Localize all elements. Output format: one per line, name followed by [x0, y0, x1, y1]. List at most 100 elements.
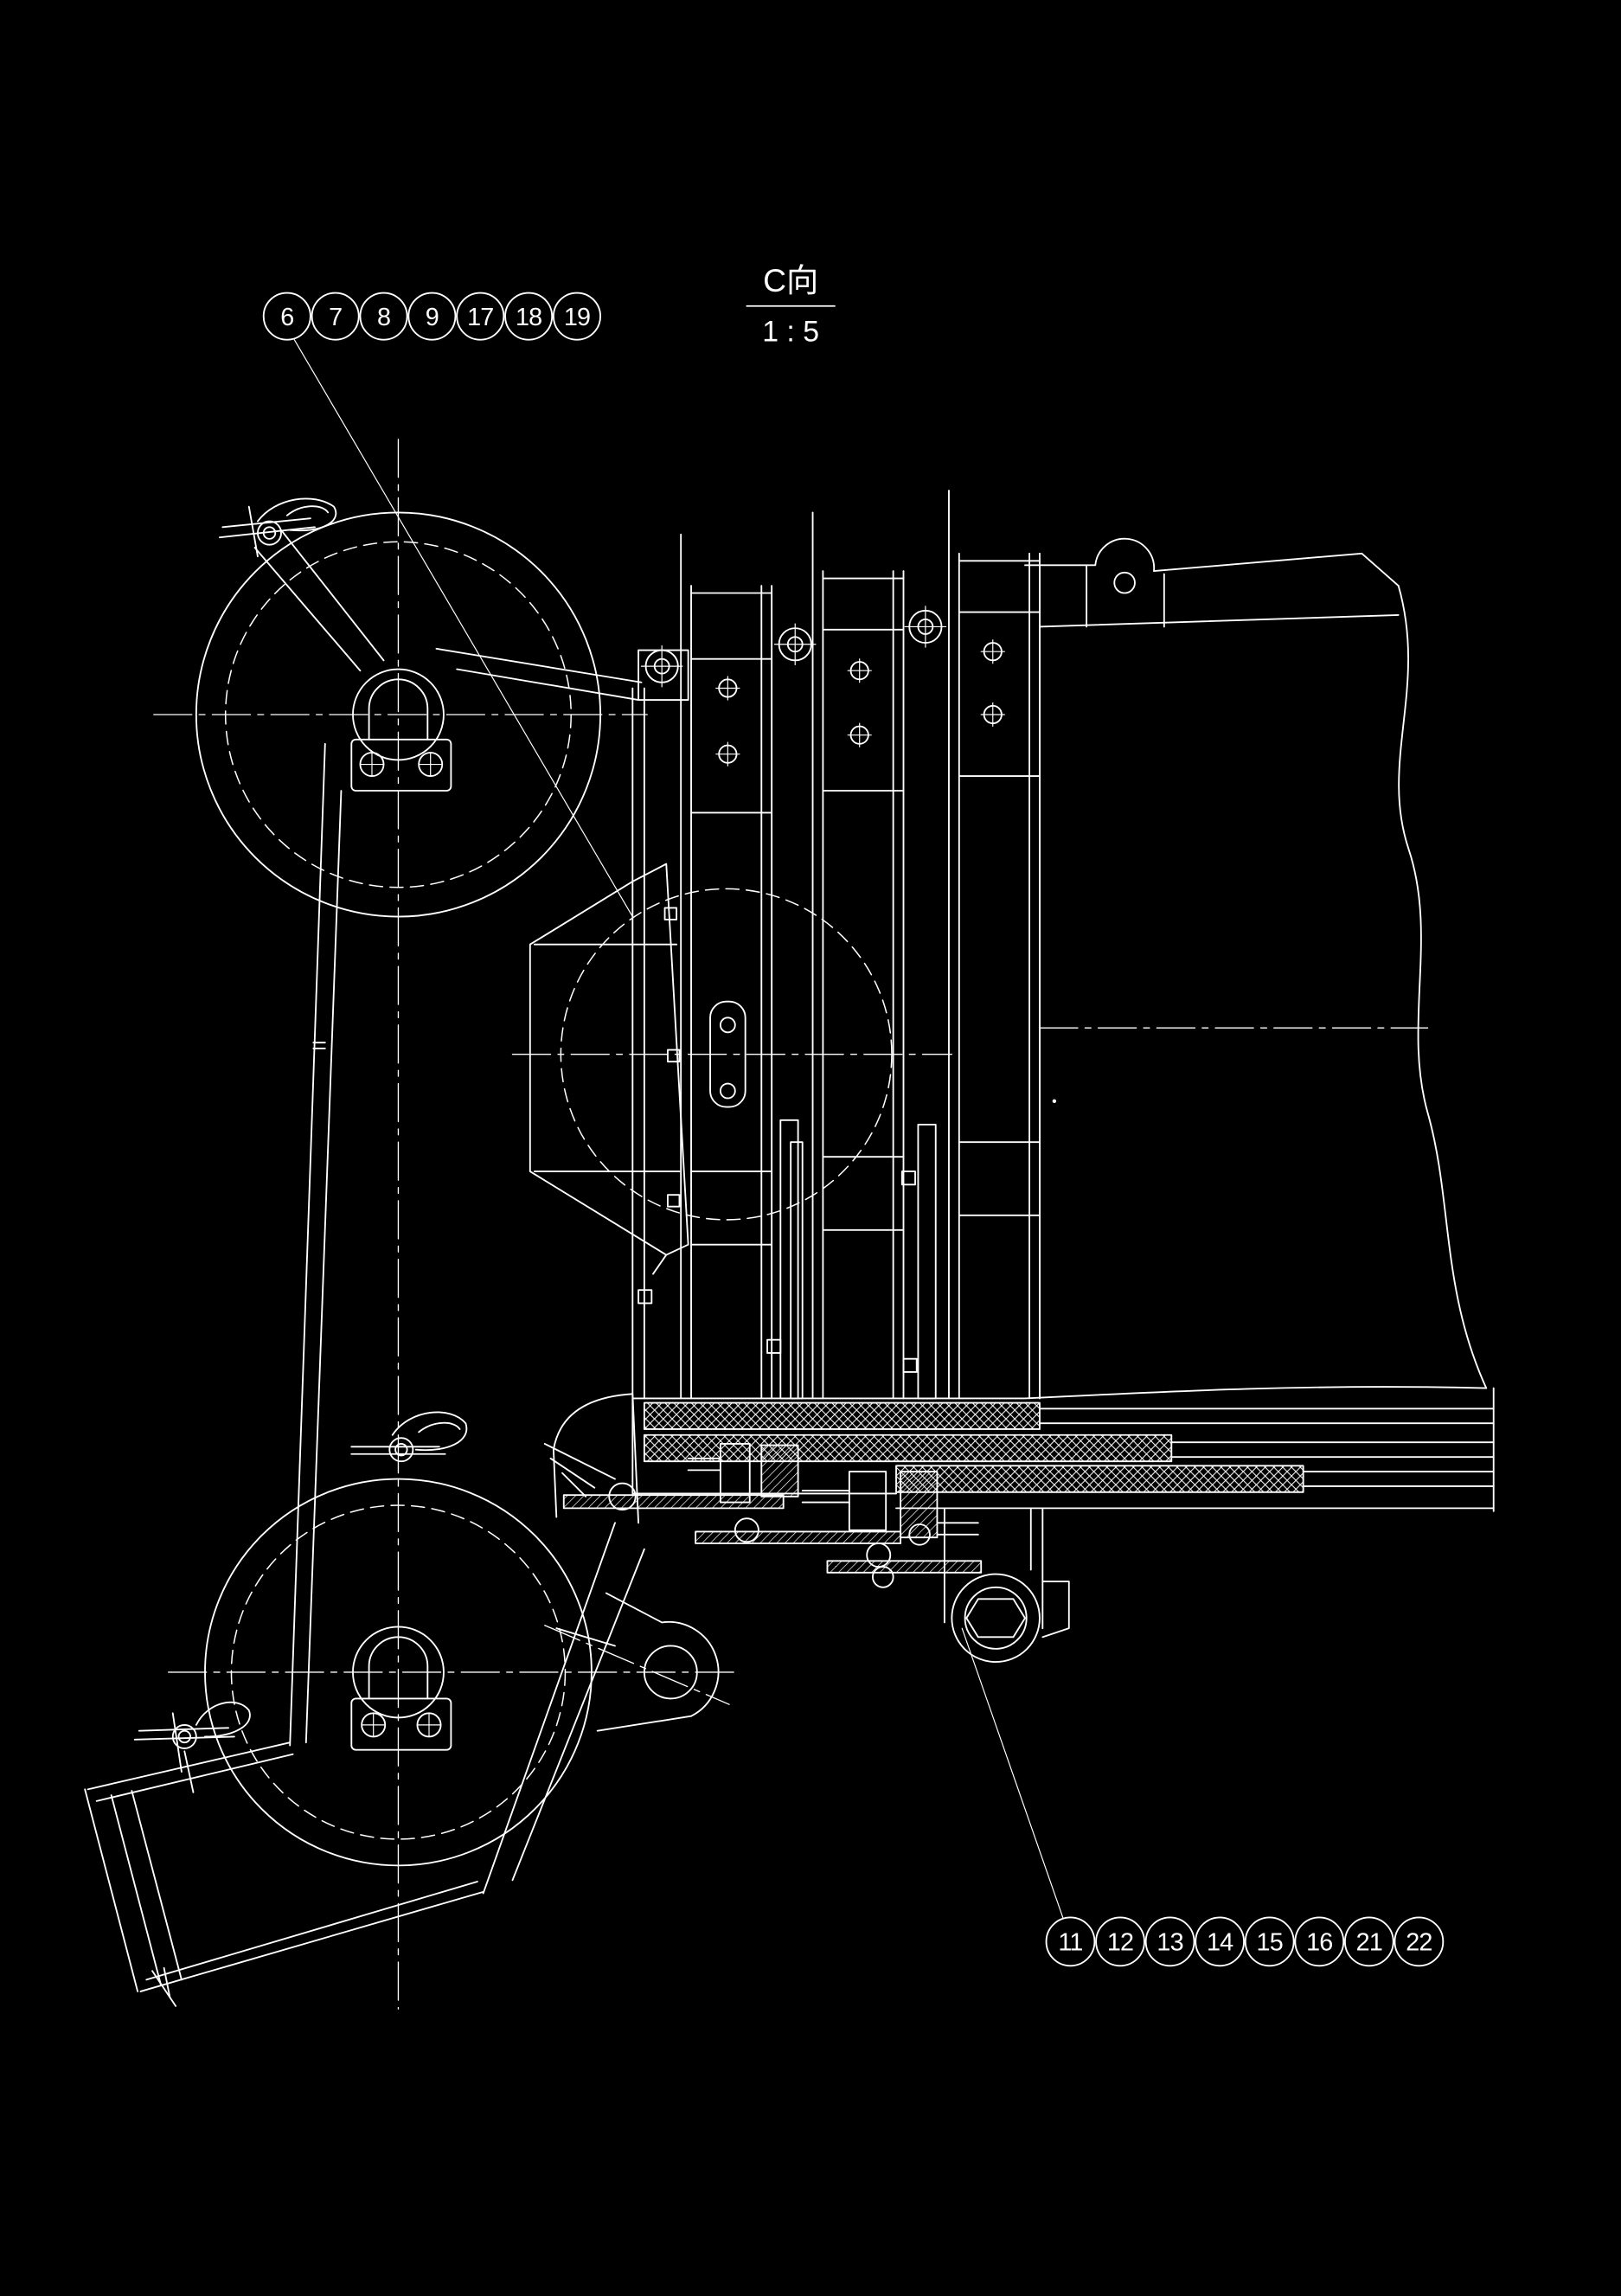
balloon-circle [262, 292, 311, 341]
balloon-9: 9 [407, 292, 457, 341]
nut-cross [640, 645, 683, 688]
body-top-edge [1024, 537, 1400, 587]
arm-weld-mark [312, 1042, 326, 1049]
small-bolt [902, 1357, 918, 1373]
roller-inner [964, 1586, 1028, 1650]
clip-loop [418, 1421, 461, 1433]
clip-pin-inner [394, 1442, 408, 1457]
balloon-number: 22 [1406, 1929, 1432, 1957]
housing-tip [652, 1254, 668, 1275]
body-break-line [1397, 585, 1488, 1389]
channel-end-inner [110, 1794, 163, 1987]
balloon-circle [1144, 1916, 1195, 1967]
top-pulley [195, 511, 689, 918]
clip-rod [133, 1735, 235, 1741]
top-pulley-hub [352, 668, 445, 761]
top-pulley-bracket [350, 738, 452, 792]
balloon-group-bottom: 11 12 13 14 15 16 21 22 [961, 1627, 1445, 1967]
strut-end [638, 649, 689, 701]
balloon-14: 14 [1195, 1916, 1246, 1967]
balloon-16: 16 [1294, 1916, 1345, 1967]
bottom-spring-clip [133, 1701, 251, 1793]
roller-hex [965, 1598, 1026, 1639]
clip-loop [391, 1411, 468, 1452]
wheel-housing [529, 863, 893, 1275]
clip-rod [221, 517, 311, 529]
wheel-slot [709, 1000, 746, 1108]
clip-pin-inner [262, 526, 277, 540]
lever-head-arc [543, 1442, 616, 1498]
lever-edge [511, 1548, 645, 1882]
channel-tick [151, 1970, 177, 2007]
small-bolt [663, 907, 678, 920]
bottom-lever [482, 1393, 720, 1895]
clip-rod [218, 526, 316, 539]
small-bolt [766, 1338, 782, 1354]
column-2-crossbars [822, 577, 905, 1231]
clip-pin [257, 520, 282, 546]
strut-edge [456, 668, 640, 701]
small-bolt [667, 1194, 681, 1208]
spacer-plate [779, 1119, 799, 1400]
clip-pin-inner [177, 1729, 192, 1744]
roller-bracket [1041, 1581, 1070, 1639]
strut-edge [435, 647, 643, 683]
balloon-19: 19 [552, 292, 602, 341]
long-arm [289, 742, 343, 1747]
nut-cross [773, 623, 817, 666]
slot-bolt [719, 1017, 736, 1034]
balloon-circle [359, 292, 408, 341]
insulation-layer-1 [643, 1401, 1041, 1430]
clip-loop [285, 505, 330, 516]
balloon-circle [1394, 1916, 1445, 1967]
balloon-12: 12 [1095, 1916, 1145, 1967]
insulation-layer-3 [895, 1465, 1304, 1493]
lever-lug [596, 1592, 720, 1732]
clip-loop [195, 1701, 251, 1738]
balloon-number: 13 [1156, 1929, 1182, 1957]
balloon-circle [407, 292, 457, 341]
balloon-number: 17 [467, 304, 493, 331]
top-pulley-hub-bore [368, 678, 429, 741]
bolt-head [608, 1482, 637, 1511]
balloon-circle [1343, 1916, 1394, 1967]
balloon-number: 16 [1306, 1929, 1332, 1957]
view-label: C向 1 : 5 [746, 262, 836, 348]
column-3-crossbars [958, 560, 1041, 1216]
channel-top-edge-inner [95, 1753, 294, 1802]
band-top-edge [631, 1386, 1488, 1400]
clip-tick [183, 1750, 195, 1793]
balloon-circle [1294, 1916, 1345, 1967]
balloon-circle [1095, 1916, 1145, 1967]
body-lug [1086, 564, 1165, 628]
balloon-number: 15 [1257, 1929, 1283, 1957]
channel-end [84, 1788, 139, 1992]
channel-bottom-edge-inner [145, 1881, 478, 1981]
bottom-pulley [204, 1478, 593, 1867]
bolt-cross [980, 702, 1005, 728]
bolt-cross [847, 722, 872, 747]
balloon-number: 21 [1356, 1929, 1382, 1957]
clip-pin [171, 1723, 197, 1749]
balloon-circle [1045, 1916, 1096, 1967]
column-1-crossbars [690, 592, 773, 1246]
small-bolt [638, 1289, 653, 1305]
bolt-head [908, 1523, 931, 1546]
slot-bolt [719, 1082, 736, 1100]
flange-plate [562, 1494, 785, 1510]
channel-end-inner [131, 1790, 183, 1981]
clip-rod [138, 1727, 230, 1732]
clip-pin [388, 1437, 414, 1463]
balloon-number: 9 [426, 304, 439, 331]
balloon-6: 6 [262, 292, 311, 341]
body-top-inner [1039, 613, 1400, 628]
housing-outline [529, 863, 689, 1256]
channel-bottom-edge [139, 1890, 484, 1992]
balloon-number: 12 [1107, 1929, 1133, 1957]
nut-cross [904, 606, 947, 648]
middle-spring-clip [350, 1411, 468, 1463]
lug-hole [643, 1645, 698, 1700]
channel-tick [163, 1966, 171, 1998]
top-spring-clip [218, 497, 337, 558]
bolt-cross [847, 658, 872, 683]
